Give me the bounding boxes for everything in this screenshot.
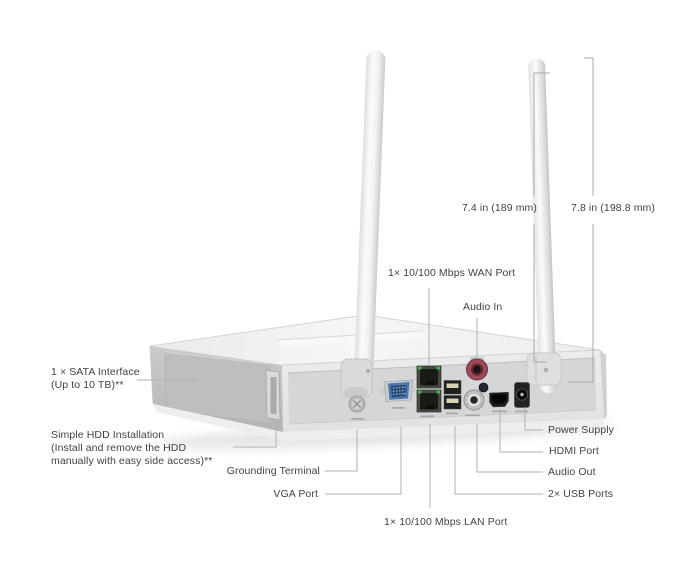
dimension-line-inner	[533, 72, 550, 363]
audio-out-jack-icon	[463, 389, 485, 411]
dimension-label-inner: 7.4 in (189 mm)	[461, 202, 537, 214]
top-recess-edge	[276, 330, 422, 341]
leader-hdd	[233, 421, 277, 448]
callout-sata-line2: (Up to 10 TB)**	[51, 379, 124, 391]
callout-hdd-line1: Simple HDD Installation	[51, 429, 165, 441]
left-antenna	[354, 50, 386, 383]
device-base	[153, 404, 604, 441]
audio-knob-icon	[478, 382, 489, 393]
vga-port-icon	[381, 379, 415, 402]
leader-power	[524, 407, 543, 431]
callout-usb-ports: 2× USB Ports	[548, 488, 614, 500]
callout-hdmi-port: HDMI Port	[549, 445, 599, 457]
callout-audio-in: Audio In	[463, 301, 503, 313]
right-antenna	[528, 58, 557, 394]
wan-port-icon	[416, 365, 442, 389]
callout-power-supply: Power Supply	[548, 424, 614, 436]
device-right-edge	[600, 350, 607, 419]
callout-sata-line1: 1 × SATA Interface	[51, 366, 140, 378]
usb-ports-icon	[443, 380, 462, 410]
callout-audio-out: Audio Out	[548, 466, 596, 478]
callout-wan-port: 1× 10/100 Mbps WAN Port	[388, 267, 516, 279]
dimension-lines	[533, 57, 594, 383]
callout-hdd-line2: (Install and remove the HDD	[51, 442, 187, 454]
leader-grounding	[325, 430, 358, 472]
top-recess	[277, 331, 427, 347]
dimension-label-outer: 7.8 in (198.8 mm)	[571, 202, 655, 214]
power-jack-icon	[514, 382, 530, 408]
lan-port-icon	[416, 389, 442, 413]
leader-vga	[325, 427, 402, 495]
leader-lines	[137, 288, 543, 508]
right-antenna-hinge	[526, 352, 562, 386]
port-strip-bottom-edge	[288, 409, 597, 425]
dimension-line-outer	[568, 57, 594, 383]
audio-in-jack-icon	[466, 357, 488, 381]
hdd-door-handle-slot	[270, 377, 277, 414]
callout-sata-interface: 1 × SATA Interface (Up to 10 TB)**	[51, 366, 140, 392]
callout-vga-port: VGA Port	[273, 488, 318, 500]
grounding-screw-icon	[348, 395, 366, 413]
callout-hdd-installation: Simple HDD Installation (Install and rem…	[51, 429, 212, 468]
callout-lan-port: 1× 10/100 Mbps LAN Port	[384, 516, 508, 528]
leader-hdmi	[499, 409, 543, 453]
left-antenna-hinge	[340, 358, 373, 399]
leader-audio-out	[476, 424, 543, 473]
callout-hdd-line3: manually with easy side access)**	[51, 455, 213, 467]
callout-grounding-terminal: Grounding Terminal	[226, 465, 320, 477]
leader-usb	[454, 426, 543, 495]
hdd-door-top-highlight	[164, 351, 270, 365]
hdmi-port-icon	[489, 391, 509, 408]
